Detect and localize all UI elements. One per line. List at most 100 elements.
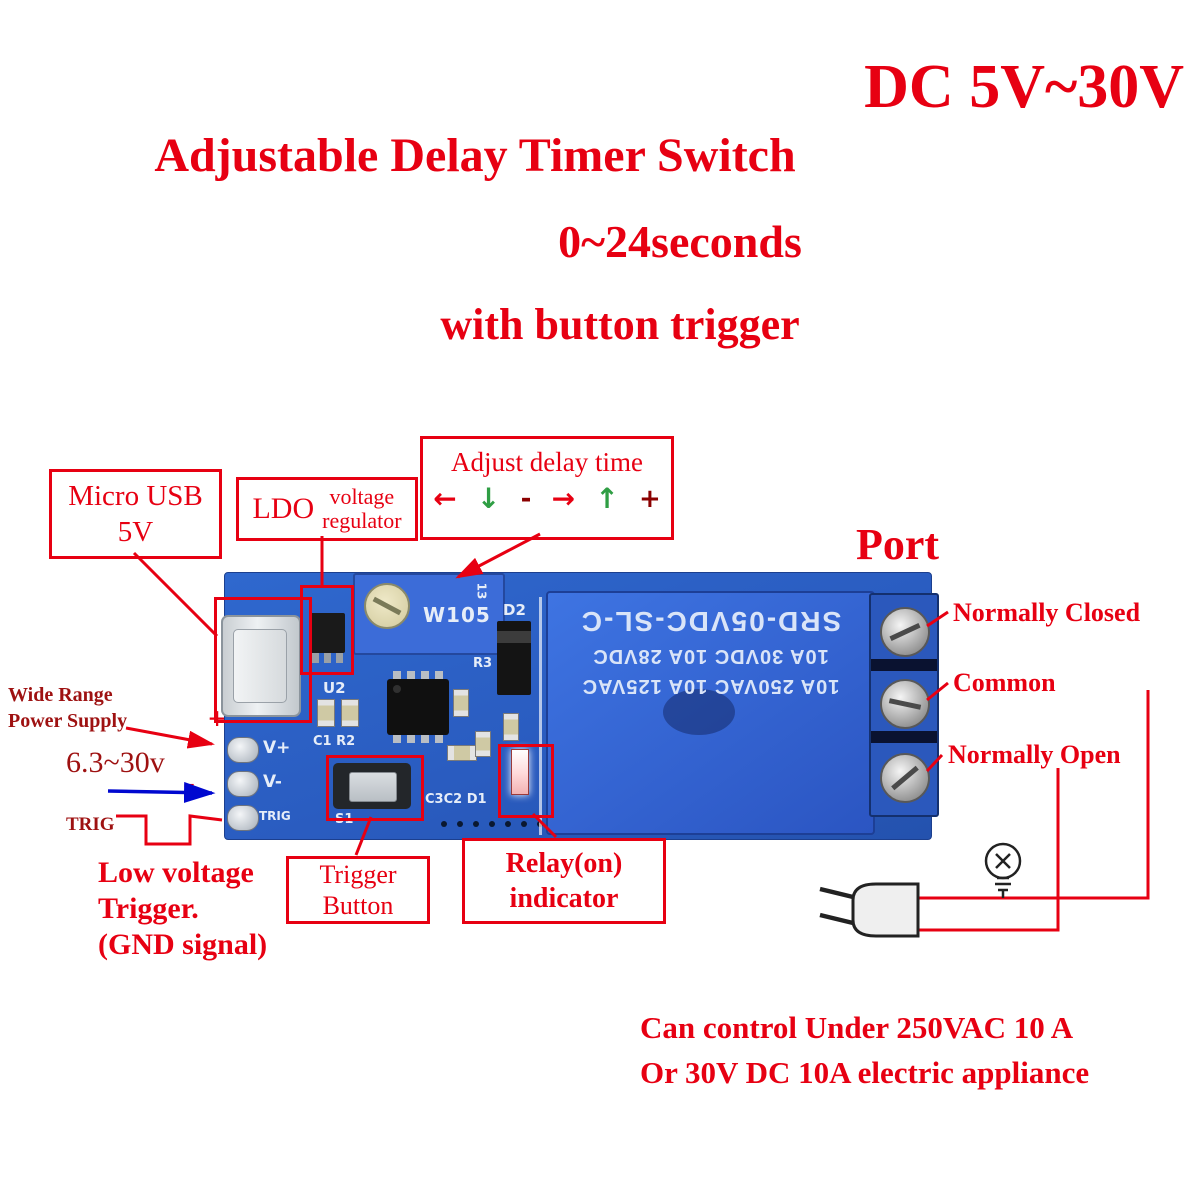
low-voltage-label: Low voltage Trigger. (GND signal) (98, 855, 267, 963)
usb-highlight-box (214, 597, 312, 723)
silk-u2: U2 (323, 679, 346, 697)
pcb-hole (489, 821, 495, 827)
dc-voltage-label: DC 5V~30V (864, 53, 1184, 121)
screw-slot (888, 698, 922, 710)
relay-rating-ac: 10A 250VAC 10A 125VAC (581, 675, 840, 697)
wide-range-label: Wide Range Power Supply (8, 682, 127, 734)
adjust-delay-title: Adjust delay time (451, 447, 643, 477)
label-common: Common (953, 668, 1056, 697)
diode-d2-component (497, 621, 531, 695)
ldo-leg (336, 653, 343, 663)
wide-range-line2: Power Supply (8, 710, 128, 732)
potentiometer-label: W105 (423, 603, 491, 627)
capacity-note: Can control Under 250VAC 10 A Or 30V DC … (640, 1006, 1089, 1096)
trigger-button-highlight-box (326, 755, 424, 821)
silk-d2: D2 (503, 601, 526, 619)
ic-pin (421, 671, 429, 679)
trigger-button-component (333, 763, 411, 809)
terminal-screw-normally-open (880, 753, 930, 803)
vminus-wire (107, 781, 216, 803)
page-title: Adjustable Delay Timer Switch (154, 129, 796, 182)
pad-vminus (227, 771, 259, 797)
ic-pin (407, 671, 415, 679)
ic-pin (407, 735, 415, 743)
load-wire-common (918, 690, 1150, 900)
smd-component (475, 731, 491, 757)
load-wire-open (919, 768, 1060, 932)
micro-usb-callout-line (132, 551, 219, 638)
ldo-line1: voltage (329, 483, 395, 509)
pad-trig (227, 805, 259, 831)
potentiometer: W105 13 (353, 573, 505, 655)
adjust-arrows: ← ↓ - → ↑ + (423, 482, 671, 515)
relay-text: 10A 250VAC 10A 125VAC 10A 30VDC 10A 28VD… (548, 593, 873, 833)
relay-indicator-line2: indicator (509, 883, 619, 914)
smd-component (453, 689, 469, 717)
trigger-button-line1: Trigger (319, 859, 397, 889)
ldo-highlight-box (300, 585, 354, 675)
micro-usb-callout-line2: 5V (117, 516, 154, 548)
label-normally-open: Normally Open (948, 740, 1121, 769)
capacity-note-line1: Can control Under 250VAC 10 A (640, 1010, 1074, 1045)
trigger-button-line2: Button (322, 891, 394, 920)
terminal-separator (871, 731, 937, 743)
pcb-hole (457, 821, 463, 827)
micro-usb-opening (233, 629, 287, 703)
relay: 10A 250VAC 10A 125VAC 10A 30VDC 10A 28VD… (546, 591, 875, 835)
led-highlight-box (498, 744, 554, 818)
screw-slot (891, 765, 919, 791)
screw-slot (889, 622, 921, 642)
silk-c1-r2: C1 R2 (313, 734, 356, 749)
ic-pin (435, 671, 443, 679)
label-normally-closed: Normally Closed (953, 598, 1141, 627)
plus-label: + (639, 483, 661, 514)
relay-indicator-callout: Relay(on) indicator (462, 838, 666, 924)
low-voltage-line2: Trigger. (98, 892, 199, 925)
silk-v-minus: V- (263, 772, 282, 792)
down-arrow-icon: ↓ (476, 482, 501, 515)
terminal-separator (871, 659, 937, 671)
voltage-range-label: 6.3~30v (66, 746, 165, 779)
ldo-description: voltage regulator (322, 483, 402, 533)
smd-component (503, 713, 519, 741)
relay-mold-mark (663, 689, 735, 735)
ic-pin (421, 735, 429, 743)
bulb-icon (984, 842, 1022, 898)
diode-band (497, 631, 531, 643)
subtitle-seconds: 0~24seconds (558, 216, 802, 267)
port-title: Port (856, 520, 940, 569)
timer-ic-chip (387, 671, 449, 743)
micro-usb-callout: Micro USB 5V (49, 469, 222, 559)
potentiometer-dial (364, 583, 410, 629)
decrease-arrow-icon: ← (433, 482, 457, 515)
terminal-screw-normally-closed (880, 607, 930, 657)
adjust-callout-line (455, 532, 541, 579)
pcb-hole (505, 821, 511, 827)
silk-v-plus: V+ (263, 738, 291, 758)
silk-c3c2-d1: C3C2 D1 (425, 792, 487, 807)
ic-pin (393, 735, 401, 743)
relay-rating-dc: 10A 30VDC 10A 28VDC (592, 645, 829, 667)
smd-component (341, 699, 359, 727)
subtitle-trigger: with button trigger (440, 300, 800, 349)
ldo-leg (324, 653, 331, 663)
silkscreen-line (539, 597, 542, 835)
ldo-regulator-component (309, 613, 345, 663)
trigger-button-cap (349, 772, 397, 802)
adjust-delay-callout: Adjust delay time ← ↓ - → ↑ + (420, 436, 674, 540)
increase-arrow-icon: → (551, 482, 576, 515)
plug-icon (819, 882, 920, 938)
micro-usb-callout-line1: Micro USB (68, 479, 203, 512)
trig-waveform (116, 814, 223, 846)
relay-model: SRD-05VDC-SL-C (579, 606, 842, 637)
pcb-hole (473, 821, 479, 827)
silk-r3: R3 (473, 656, 493, 671)
ldo-callout: LDO voltage regulator (236, 477, 418, 541)
capacity-note-line2: Or 30V DC 10A electric appliance (640, 1054, 1090, 1090)
low-voltage-line1: Low voltage (98, 856, 254, 889)
trig-label: TRIG (66, 814, 115, 835)
pcb-hole (441, 821, 447, 827)
ldo-line2: regulator (322, 508, 402, 533)
smd-component (317, 699, 335, 727)
